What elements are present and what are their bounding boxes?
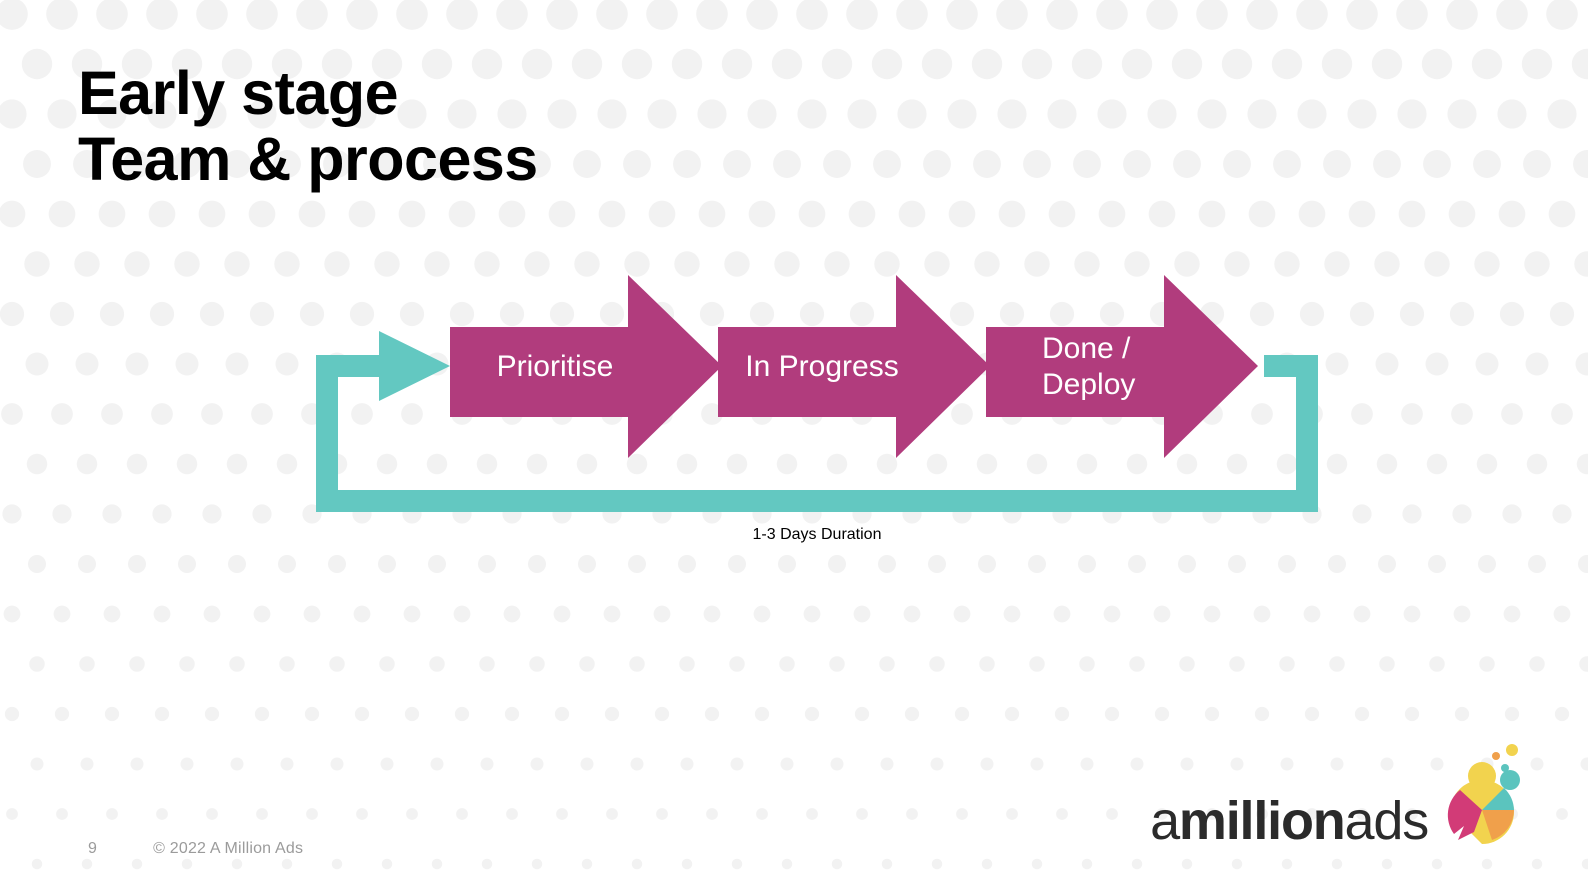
feedback-loop-arrow	[316, 331, 1318, 512]
stage-chevron-in-progress[interactable]: In Progress	[718, 275, 990, 458]
logo-word-ads: ads	[1344, 791, 1430, 851]
megaphone-icon	[1447, 744, 1520, 844]
stage-chevron-3-shape[interactable]	[986, 275, 1258, 458]
loop-left-vertical	[316, 355, 338, 512]
loop-top-left-stub	[316, 355, 380, 377]
logo-bubble-teal-small	[1501, 764, 1509, 772]
loop-arrowhead-icon	[379, 331, 450, 401]
logo-word-a: a	[1150, 791, 1180, 851]
copyright-text: © 2022 A Million Ads	[153, 840, 304, 857]
logo-cone-orange	[1482, 810, 1514, 840]
loop-duration-text: 1-3 Days Duration	[752, 526, 882, 543]
loop-bottom-bar	[316, 490, 1318, 512]
logo-bubble-orange-small	[1492, 752, 1500, 760]
logo-wordmark: amillionads	[1150, 791, 1430, 851]
page-title: Early stage Team & process	[78, 60, 978, 192]
loop-duration-caption: 1-3 Days Duration	[316, 526, 1318, 544]
title-line-2: Team & process	[78, 125, 538, 193]
stage-chevron-1-shape[interactable]	[450, 275, 722, 458]
logo-cone-pink	[1447, 790, 1482, 840]
stage-chevron-prioritise[interactable]: Prioritise	[450, 275, 722, 458]
stage-chevron-2-shape[interactable]	[718, 275, 990, 458]
stage-chevron-done-deploy[interactable]: Done / Deploy	[986, 275, 1258, 458]
slide-footer: 9 © 2022 A Million Ads	[88, 840, 303, 858]
logo-word-million: million	[1178, 791, 1346, 851]
logo-bubble-yellow-small	[1506, 744, 1518, 756]
page-number: 9	[88, 840, 98, 857]
brand-logo: amillionads	[1150, 744, 1526, 848]
loop-right-vertical	[1296, 355, 1318, 512]
logo-bubble-teal-large	[1500, 770, 1520, 790]
logo-cone-teal	[1482, 788, 1514, 810]
title-line-1: Early stage	[78, 59, 399, 127]
